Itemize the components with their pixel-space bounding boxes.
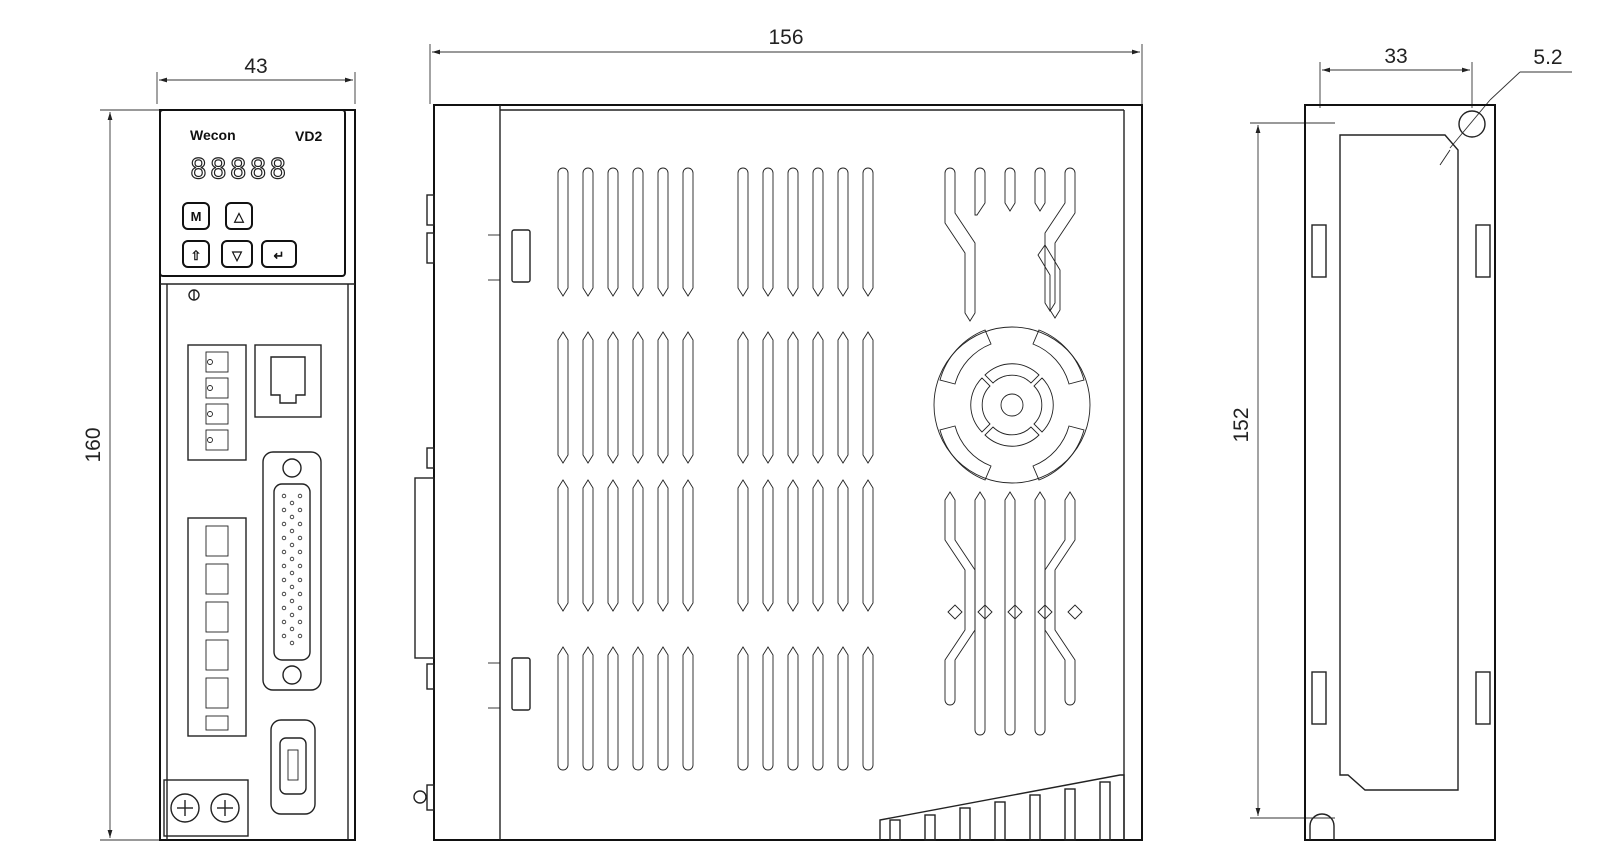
motor-connector (187, 517, 247, 737)
dsub-io-connector (262, 451, 322, 691)
side-width-label: 156 (768, 26, 803, 49)
control-panel (159, 109, 346, 277)
model-label: VD2 (295, 128, 322, 144)
front-width-dimension: 43 (156, 55, 356, 104)
shift-button-label: ⇧ (191, 248, 202, 263)
up-button[interactable]: △ (225, 202, 253, 230)
seven-segment-display: 88888 (190, 152, 289, 185)
hole-diameter-dimension: 5.2 (1449, 46, 1572, 149)
side-housing (433, 104, 1143, 841)
mode-button[interactable]: M (182, 202, 210, 230)
enter-button[interactable]: ↵ (261, 240, 297, 268)
bottom-terminal-block (879, 774, 1125, 841)
up-button-label: △ (233, 209, 245, 224)
hole-diameter-label: 5.2 (1533, 46, 1562, 69)
rj45-port (254, 344, 322, 418)
front-height-label: 160 (82, 427, 105, 462)
down-button[interactable]: ▽ (221, 240, 253, 268)
front-view: 43 160 Wecon VD2 88888 M △ ⇧ (82, 55, 356, 841)
power-connector (187, 344, 247, 461)
rear-depth-label: 33 (1384, 45, 1407, 68)
ground-terminal (163, 779, 249, 837)
encoder-connector (270, 719, 316, 815)
rear-housing (1304, 104, 1496, 841)
rear-depth-dimension: 33 (1319, 45, 1473, 108)
rear-height-dimension: 152 (1230, 122, 1335, 819)
side-width-dimension: 156 (429, 26, 1143, 104)
front-height-dimension: 160 (82, 109, 160, 841)
rear-view: 33 152 5.2 (1230, 45, 1572, 841)
fan-grille (933, 167, 1091, 736)
vent-slots (557, 167, 874, 771)
rear-recess (1339, 134, 1459, 791)
mode-button-label: M (191, 209, 202, 224)
rear-height-label: 152 (1230, 407, 1253, 442)
side-view: 156 (413, 26, 1143, 841)
front-width-label: 43 (244, 55, 267, 78)
down-button-label: ▽ (231, 248, 243, 263)
brand-logo: Wecon (190, 127, 236, 143)
shift-button[interactable]: ⇧ (182, 240, 210, 268)
enter-button-label: ↵ (274, 248, 285, 263)
